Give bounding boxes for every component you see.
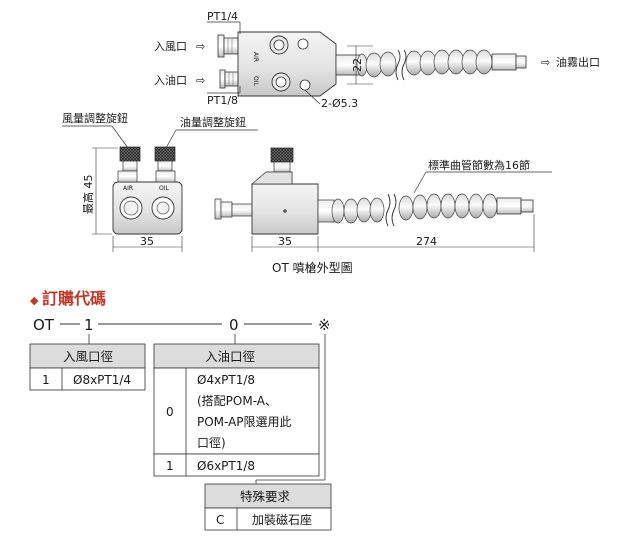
- oil-table-value-1: Ø6xPT1/8: [197, 459, 255, 473]
- side-width-dim: 35: [278, 235, 292, 248]
- mounting-hole-2: [299, 79, 311, 91]
- holes-label: 2-Ø5.3: [321, 97, 358, 110]
- order-digit-2: 0: [229, 316, 239, 334]
- front-oil-mark: OIL: [159, 185, 169, 192]
- special-request-table: 特殊要求 C 加裝磁石座: [204, 483, 332, 531]
- oil-table-code-0: 0: [166, 405, 174, 419]
- side-flex-hose: [331, 193, 534, 227]
- front-body-block: [112, 181, 183, 235]
- order-digit-1: 1: [84, 316, 94, 334]
- oil-inlet-arrow: ⇨: [196, 74, 205, 87]
- air-table-header: 入風口徑: [63, 349, 113, 364]
- segment-count-note: 標準曲管節數為16節: [428, 158, 530, 172]
- air-table-value: Ø8xPT1/4: [73, 373, 131, 387]
- top-air-mark: AIR: [252, 52, 259, 62]
- drawing-caption: OT 噴槍外型圖: [272, 260, 353, 275]
- front-view: AIR OIL 最高 45 35: [81, 146, 183, 252]
- top-view: AIR OIL: [154, 10, 600, 110]
- oil-table-value-0-line3: POM-AP限選用此: [197, 415, 292, 429]
- front-air-mark: AIR: [123, 185, 133, 192]
- oil-table-header: 入油口徑: [205, 349, 255, 364]
- air-inlet-fitting: [217, 34, 239, 58]
- pt18-label: PT1/8: [207, 94, 238, 107]
- oil-knob-label: 油量調整旋鈕: [180, 115, 246, 129]
- air-inlet-arrow: ⇨: [196, 40, 205, 53]
- oil-table-value-0-line2: (搭配POM-A、: [197, 394, 277, 408]
- air-table-code: 1: [42, 373, 50, 387]
- order-title: 訂購代碼: [42, 289, 106, 308]
- oil-table-value-0-line4: 口徑): [197, 436, 226, 450]
- height-dim: 最高 45: [81, 175, 95, 215]
- order-bullet: ◆: [30, 294, 39, 307]
- special-table-value: 加裝磁石座: [252, 512, 312, 527]
- pt14-label: PT1/4: [207, 10, 238, 23]
- mounting-hole-1: [297, 38, 309, 50]
- oil-inlet-label: 入油口: [154, 73, 187, 87]
- mist-outlet-arrow: ⇨: [541, 56, 550, 69]
- mist-outlet-label: 油霧出口: [556, 55, 600, 69]
- dim-22: 22: [351, 58, 364, 72]
- oil-table-code-1: 1: [166, 459, 174, 473]
- side-view: 標準曲管節數為16節 35 274: [214, 147, 552, 252]
- air-adjust-port: [269, 35, 289, 55]
- side-body-block: [251, 183, 319, 235]
- top-oil-mark: OIL: [252, 76, 259, 86]
- oil-adjust-port: [271, 72, 291, 92]
- special-table-code: C: [216, 513, 224, 527]
- order-option-mark: ※: [318, 316, 331, 334]
- air-inlet-table: 入風口徑 1 Ø8xPT1/4: [29, 343, 146, 391]
- oil-inlet-table: 入油口徑 0 Ø4xPT1/8 (搭配POM-A、 POM-AP限選用此 口徑)…: [153, 343, 320, 477]
- oil-table-value-0-line1: Ø4xPT1/8: [197, 373, 255, 387]
- top-body-block: [237, 31, 337, 97]
- top-flex-hose: [356, 49, 527, 81]
- front-width-dim: 35: [140, 235, 154, 248]
- order-code-section: ◆ 訂購代碼 OT 1 0 ※ 入風口徑 1 Ø8xPT1/4 入: [29, 289, 332, 531]
- oil-inlet-fitting: [219, 69, 239, 89]
- length-dim: 274: [416, 235, 437, 248]
- special-table-header: 特殊要求: [240, 489, 291, 504]
- air-knob-label: 風量調整旋鈕: [62, 111, 128, 125]
- order-prefix: OT: [33, 316, 55, 334]
- air-inlet-label: 入風口: [154, 40, 187, 53]
